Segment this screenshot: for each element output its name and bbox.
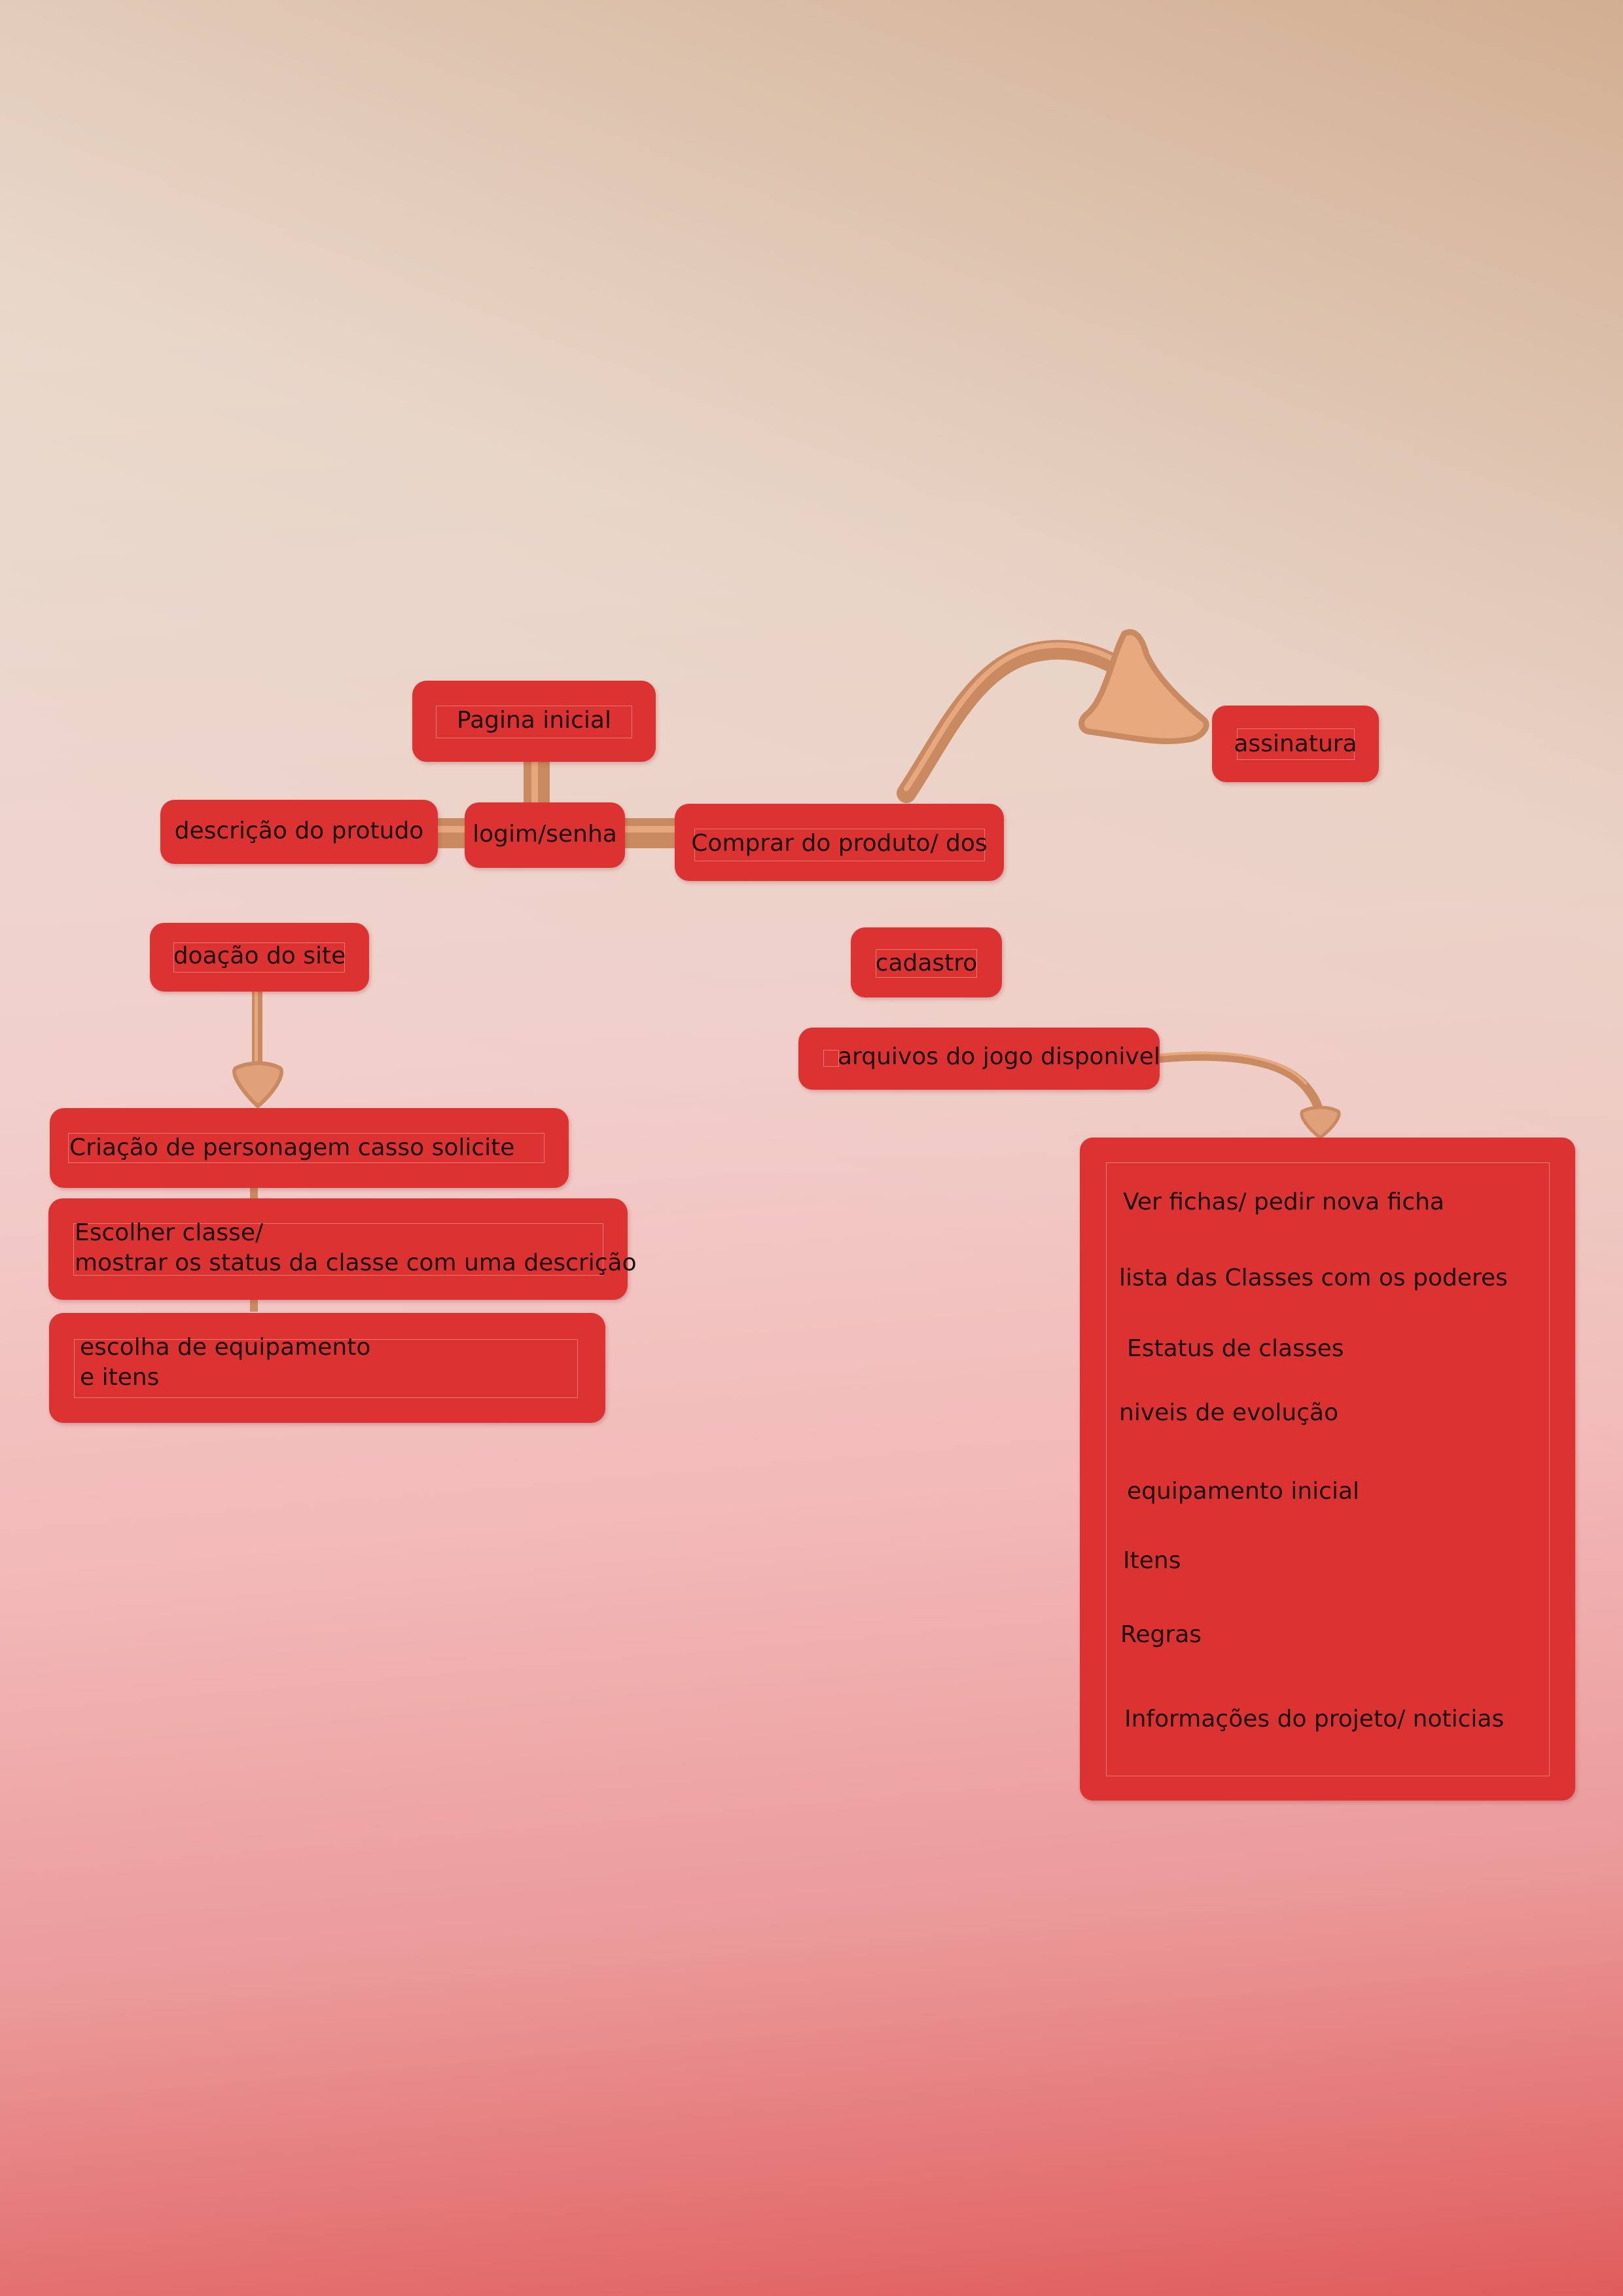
list-item-lista-classes: lista das Classes com os poderes	[1119, 1265, 1508, 1291]
node-descricao-produto: descrição do protudo	[160, 800, 438, 864]
arrow-head-assinatura	[1079, 629, 1209, 745]
node-criacao-personagem-label: Criação de personagem casso solicite	[69, 1134, 515, 1161]
node-escolher-classe: Escolher classe/ mostrar os status da cl…	[48, 1198, 637, 1300]
node-cadastro: cadastro	[851, 927, 1002, 997]
node-login-senha: logim/senha	[465, 802, 625, 868]
node-escolher-classe-label: Escolher classe/ mostrar os status da cl…	[75, 1219, 637, 1276]
node-pagina-inicial: Pagina inicial	[412, 681, 656, 762]
node-descricao-produto-label: descrição do protudo	[174, 817, 424, 844]
connector-descricao-login	[435, 818, 465, 848]
node-criacao-personagem: Criação de personagem casso solicite	[50, 1108, 569, 1188]
list-item-informacoes-projeto: Informações do projeto/ noticias	[1124, 1706, 1505, 1732]
node-escolha-equipamento: escolha de equipamento e itens	[49, 1313, 605, 1423]
node-assinatura-label: assinatura	[1234, 730, 1357, 757]
list-item-regras: Regras	[1120, 1621, 1202, 1648]
list-item-estatus-classes: Estatus de classes	[1127, 1335, 1344, 1362]
node-assinatura: assinatura	[1212, 706, 1379, 782]
node-escolha-equipamento-label: escolha de equipamento e itens	[80, 1334, 371, 1391]
node-arquivos-jogo-label: arquivos do jogo disponivel	[838, 1043, 1160, 1070]
node-comprar-produto: Comprar do produto/ dos	[675, 804, 1004, 881]
connector-login-comprar	[622, 818, 677, 848]
node-login-senha-label: logim/senha	[473, 821, 617, 848]
node-cadastro-label: cadastro	[875, 950, 978, 977]
list-item-equipamento-inicial: equipamento inicial	[1127, 1478, 1360, 1505]
node-doacao-site: doação do site	[150, 923, 369, 992]
node-pagina-inicial-label: Pagina inicial	[456, 707, 611, 734]
arrow-head-list	[1300, 1105, 1341, 1139]
node-doacao-site-label: doação do site	[173, 942, 346, 969]
list-item-ver-fichas: Ver fichas/ pedir nova ficha	[1123, 1189, 1444, 1215]
node-comprar-produto-label: Comprar do produto/ dos	[691, 830, 988, 857]
curved-arrow-arquivos-list	[1154, 1051, 1324, 1121]
list-item-itens: Itens	[1123, 1547, 1181, 1574]
arrow-head-doacao	[232, 1061, 283, 1108]
list-item-niveis-evolucao: niveis de evolução	[1119, 1399, 1339, 1426]
node-arquivos-lista: Ver fichas/ pedir nova ficha lista das C…	[1080, 1138, 1575, 1801]
node-arquivos-jogo: arquivos do jogo disponivel	[798, 1028, 1160, 1090]
